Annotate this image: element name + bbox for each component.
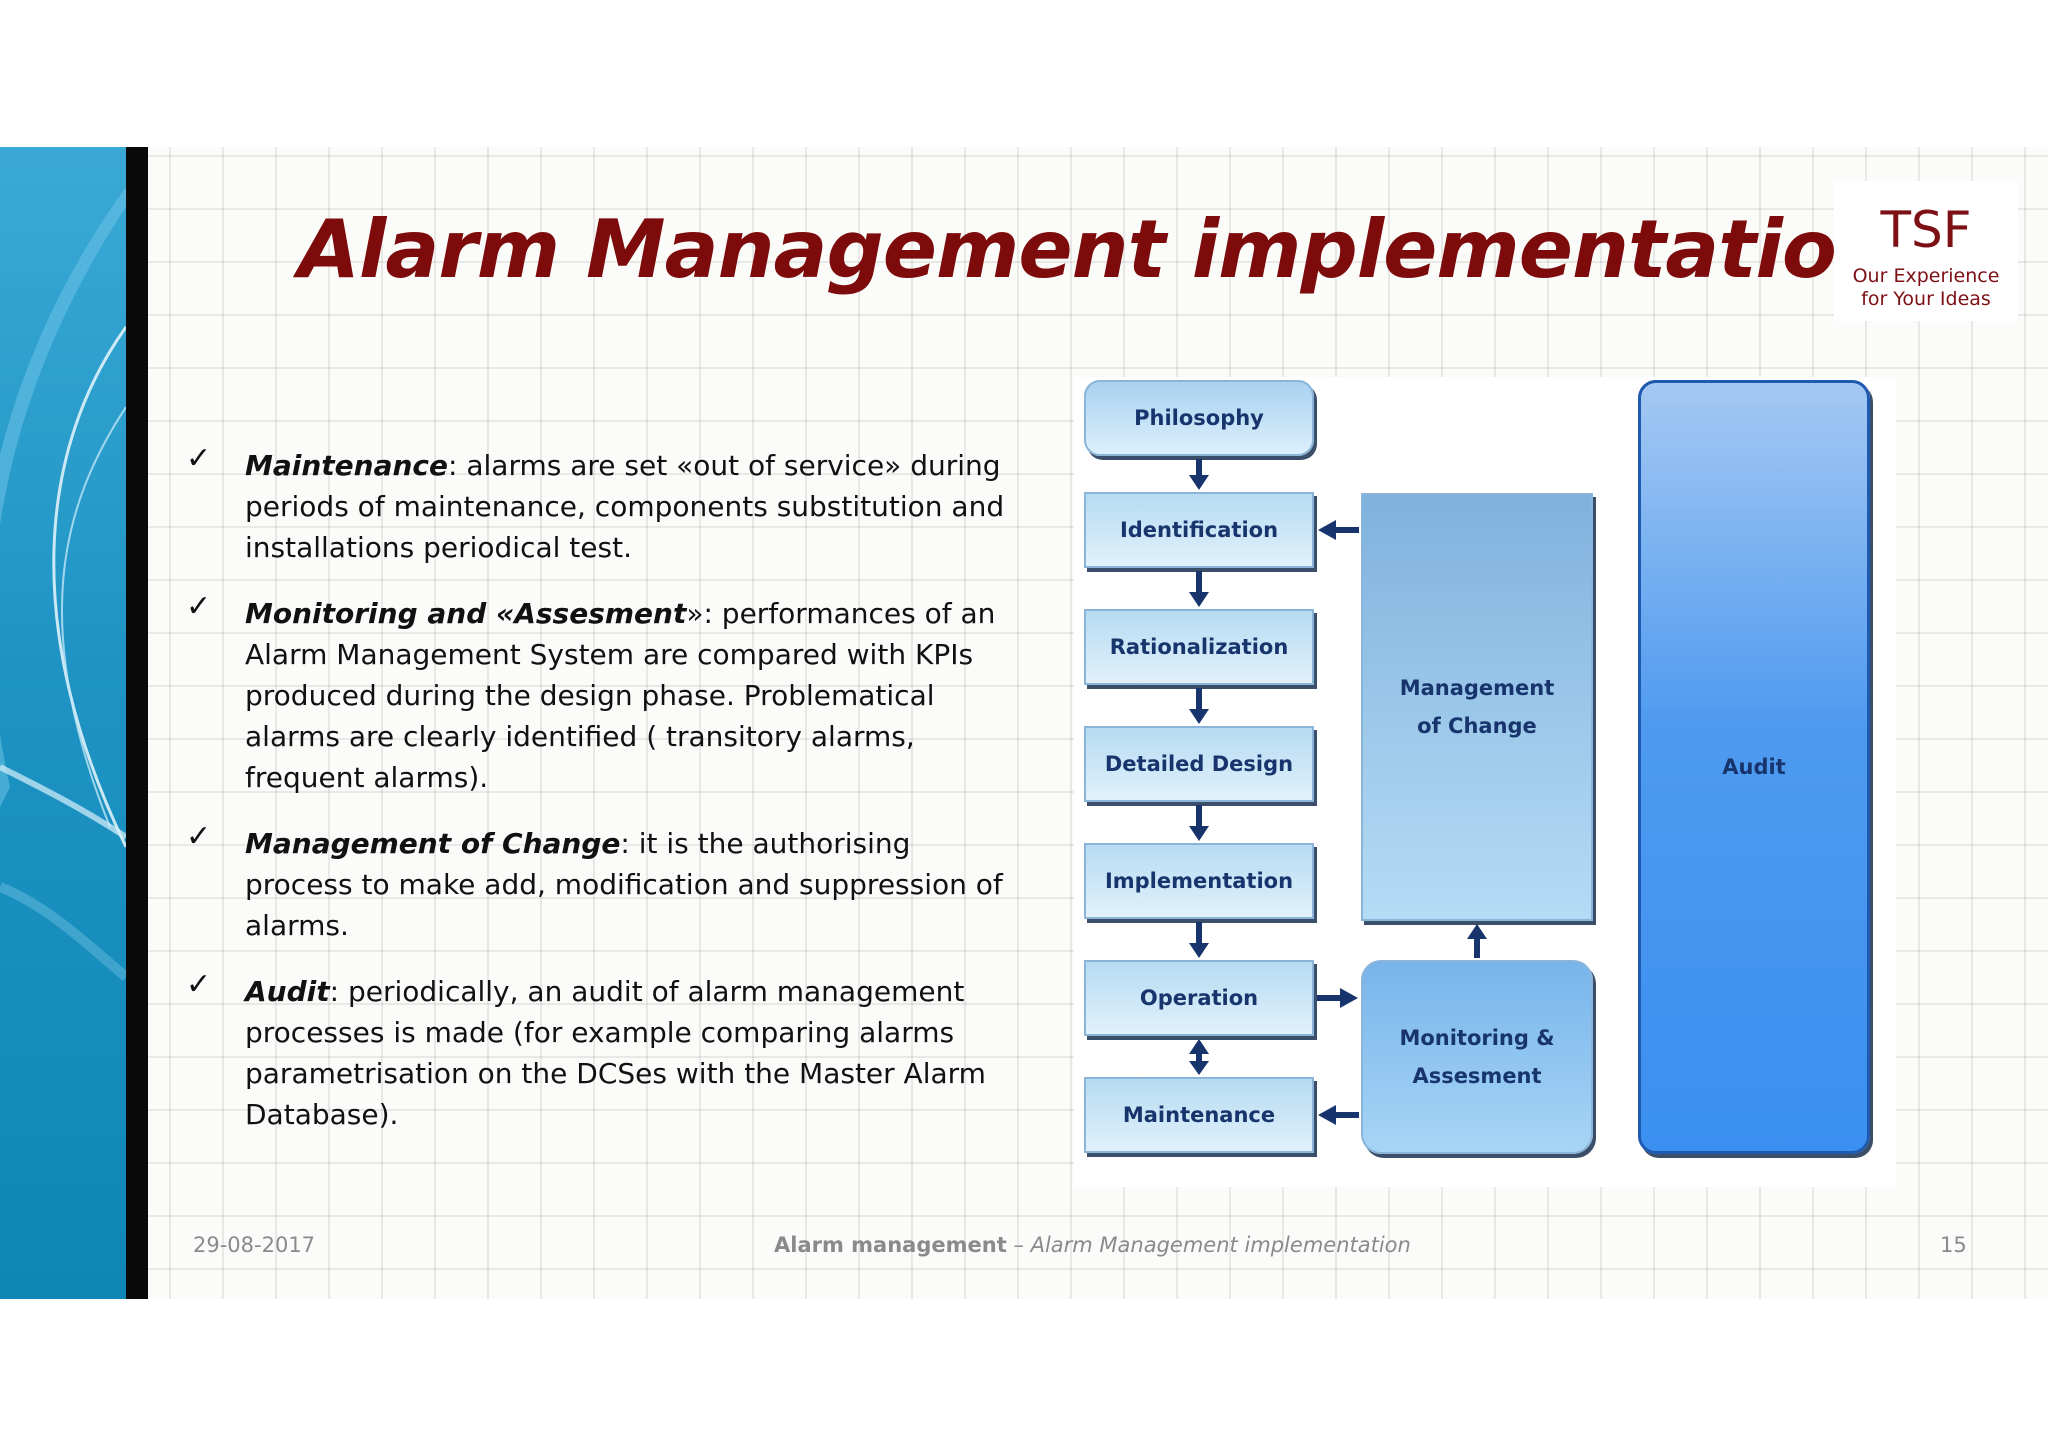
step-operation: Operation bbox=[1084, 960, 1314, 1036]
arrow-icon bbox=[1189, 922, 1209, 958]
bullet-term: Monitoring and «Assesment bbox=[245, 597, 687, 630]
monitoring-label-line2: Assesment bbox=[1412, 1064, 1542, 1088]
side-divider-bar bbox=[126, 147, 148, 1299]
bullet-text: Audit: periodically, an audit of alarm m… bbox=[245, 971, 1016, 1135]
bullet-body: : it is the authorising process to make … bbox=[245, 827, 1003, 942]
moc-label-line1: Management bbox=[1399, 676, 1555, 700]
page-number: 15 bbox=[1940, 1233, 1967, 1257]
arrow-icon bbox=[1318, 1105, 1359, 1125]
footer-subtitle: Alarm Management implementation bbox=[1030, 1233, 1411, 1257]
arrow-icon bbox=[1189, 1039, 1209, 1075]
checkmark-icon: ✓ bbox=[186, 589, 212, 624]
arrow-icon bbox=[1317, 988, 1358, 1008]
step-implementation: Implementation bbox=[1084, 843, 1314, 919]
monitoring-label-line1: Monitoring & bbox=[1399, 1026, 1555, 1050]
logo-tagline-line1: Our Experience bbox=[1852, 265, 2000, 287]
arrow-icon bbox=[1189, 805, 1209, 841]
company-logo: TSF Our Experience for Your Ideas bbox=[1834, 181, 2018, 321]
moc-label-line2: of Change bbox=[1417, 714, 1537, 738]
bullet-term: Management of Change bbox=[245, 827, 621, 860]
swoosh-decoration-icon bbox=[0, 187, 126, 981]
diagram-arrows bbox=[1189, 459, 1487, 1125]
bullet-item: ✓ Maintenance: alarms are set «out of se… bbox=[186, 441, 1016, 568]
management-of-change-box: Management of Change bbox=[1361, 493, 1593, 921]
arrow-icon bbox=[1189, 459, 1209, 490]
footer-title: Alarm management – Alarm Management impl… bbox=[774, 1233, 1411, 1257]
bullet-text: Management of Change: it is the authoris… bbox=[245, 823, 1016, 946]
step-rationalization: Rationalization bbox=[1084, 609, 1314, 685]
arrow-icon bbox=[1189, 571, 1209, 607]
bullet-text: Maintenance: alarms are set «out of serv… bbox=[245, 445, 1016, 568]
step-detailed-design: Detailed Design bbox=[1084, 726, 1314, 802]
bullet-body: : alarms are set «out of service» during… bbox=[245, 449, 1005, 564]
bullet-term: Audit bbox=[245, 975, 330, 1008]
slide: Alarm Management implementation TSF Our … bbox=[0, 147, 2048, 1299]
bullet-body: »: performances of an Alarm Management S… bbox=[245, 597, 996, 794]
footer-date: 29-08-2017 bbox=[193, 1233, 316, 1257]
footer-title-bold: Alarm management bbox=[774, 1233, 1007, 1257]
bullet-body: : periodically, an audit of alarm manage… bbox=[245, 975, 986, 1131]
footer-separator: – bbox=[1006, 1233, 1031, 1257]
bullet-term: Maintenance bbox=[245, 449, 449, 482]
logo-tagline: Our Experience for Your Ideas bbox=[1834, 265, 2018, 311]
audit-box: Audit bbox=[1638, 380, 1870, 1154]
bullet-list: ✓ Maintenance: alarms are set «out of se… bbox=[186, 441, 1016, 1160]
bullet-item: ✓ Monitoring and «Assesment»: performanc… bbox=[186, 589, 1016, 798]
arrow-icon bbox=[1318, 520, 1359, 540]
slide-title: Alarm Management implementation bbox=[298, 203, 1893, 296]
bullet-item: ✓ Management of Change: it is the author… bbox=[186, 819, 1016, 946]
logo-tagline-line2: for Your Ideas bbox=[1861, 288, 1991, 310]
arrow-icon bbox=[1189, 688, 1209, 724]
step-maintenance: Maintenance bbox=[1084, 1077, 1314, 1153]
checkmark-icon: ✓ bbox=[186, 441, 212, 476]
checkmark-icon: ✓ bbox=[186, 819, 212, 854]
bullet-text: Monitoring and «Assesment»: performances… bbox=[245, 593, 1016, 798]
step-philosophy: Philosophy bbox=[1084, 380, 1314, 456]
logo-name: TSF bbox=[1880, 201, 1972, 259]
decorative-side-band bbox=[0, 147, 126, 1299]
arrow-icon bbox=[1467, 924, 1487, 958]
step-identification: Identification bbox=[1084, 492, 1314, 568]
bullet-item: ✓ Audit: periodically, an audit of alarm… bbox=[186, 967, 1016, 1135]
monitoring-assesment-box: Monitoring & Assesment bbox=[1361, 960, 1593, 1154]
checkmark-icon: ✓ bbox=[186, 967, 212, 1002]
